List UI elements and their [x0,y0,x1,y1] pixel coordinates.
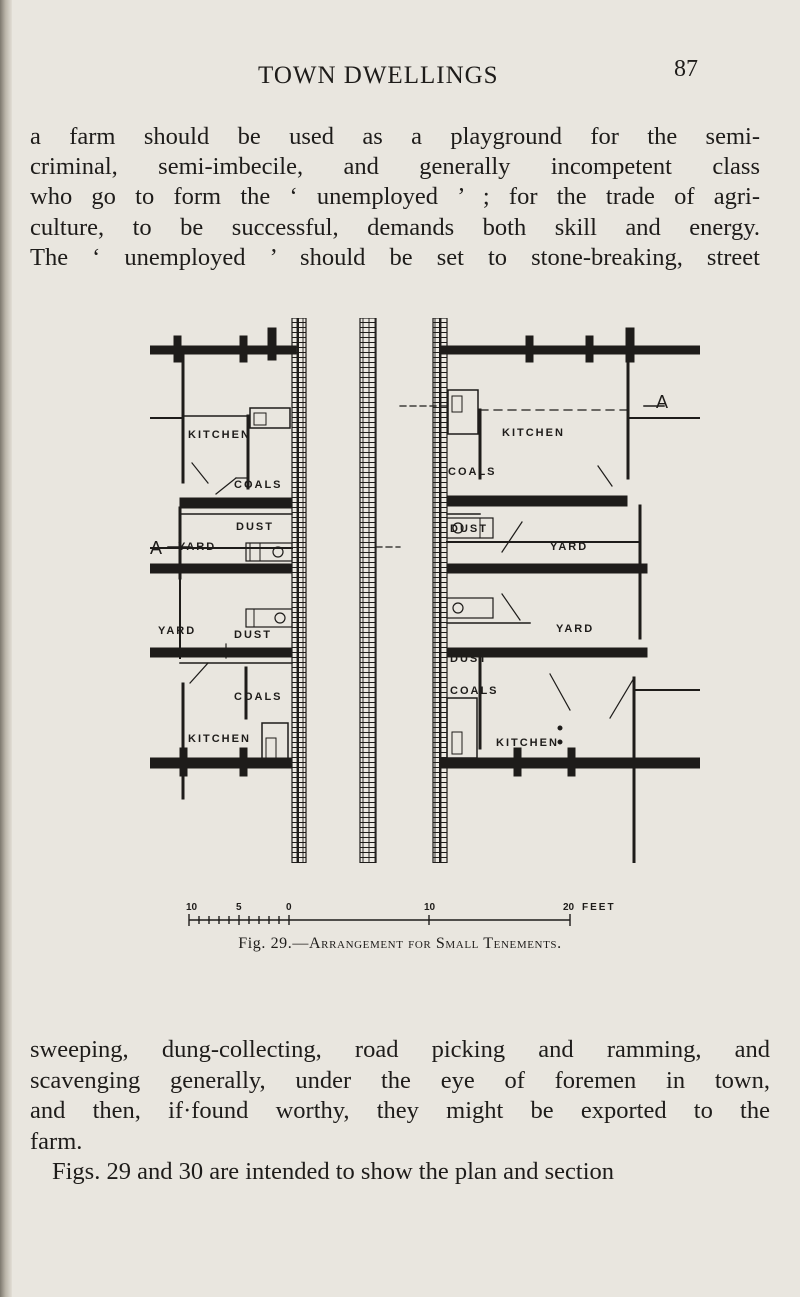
label-coals-upper-left: COALS [234,479,283,491]
scale-tick-5: 5 [236,902,242,913]
label-dust-upper-left: DUST [236,521,274,533]
scale-tick-0: 0 [286,902,292,913]
text-line: sweeping, dung-collecting, road picking … [30,1036,770,1063]
label-kitchen-upper-right: KITCHEN [502,427,565,439]
label-kitchen-lower-left: KITCHEN [188,733,251,745]
label-yard-lower-left: YARD [158,625,196,637]
tenement-plan-figure: KITCHEN COALS DUST YARD YARD DUST COALS … [150,318,700,863]
text-line: a farm should be used as a playground fo… [30,123,760,150]
figure-caption-text: —Arrangement for Small Tenements. [292,935,562,952]
label-coals-upper-right: COALS [448,466,497,478]
page-binding-edge [0,0,12,1297]
scale-bar: 10 5 0 10 20 FEET [186,898,616,928]
label-dust-lower-left: DUST [234,629,272,641]
plan-drawing: KITCHEN COALS DUST YARD YARD DUST COALS … [150,318,700,863]
scale-bar-drawing: 10 5 0 10 20 FEET [186,902,616,926]
text-line: who go to form the ‘ unemployed ’ ; for … [30,183,760,211]
running-head: TOWN DWELLINGS 87 [0,56,800,96]
label-yard-lower-right: YARD [556,623,594,635]
label-coals-lower-right: COALS [450,685,499,697]
figure-caption: Fig. 29.—Arrangement for Small Tenements… [0,935,800,953]
text-line: scavenging generally, under the eye of f… [30,1066,770,1094]
text-line: farm. [30,1127,83,1155]
section-marker-left: A [150,538,162,558]
text-line: and then, if·found worthy, they might be… [30,1097,770,1124]
paragraph-top: a farm should be used as a playground fo… [30,122,760,273]
label-dust-lower-right: DUST [450,653,488,665]
scale-unit: FEET [582,902,616,913]
label-dust-upper-right: DUST [450,523,488,535]
label-yard-upper-left: YARD [178,541,216,553]
section-marker-right: A [656,392,668,412]
scale-tick-10-right: 10 [424,902,436,913]
page-number: 87 [674,56,698,82]
text-line: The ‘ unemployed ’ should be set to ston… [30,243,760,271]
scale-tick-10-left: 10 [186,902,198,913]
text-line: culture, to be successful, demands both … [30,213,760,241]
label-coals-lower-left: COALS [234,691,283,703]
text-line: criminal, semi-imbecile, and generally i… [30,153,760,181]
figure-number: Fig. 29. [238,935,293,952]
paragraph-bottom: sweeping, dung-collecting, road picking … [30,1035,770,1188]
label-kitchen-lower-right: KITCHEN [496,737,559,749]
scale-tick-20: 20 [563,902,575,913]
label-yard-upper-right: YARD [550,541,588,553]
running-title: TOWN DWELLINGS [258,62,499,89]
label-kitchen-upper-left: KITCHEN [188,429,251,441]
text-line: Figs. 29 and 30 are intended to show the… [52,1158,615,1185]
